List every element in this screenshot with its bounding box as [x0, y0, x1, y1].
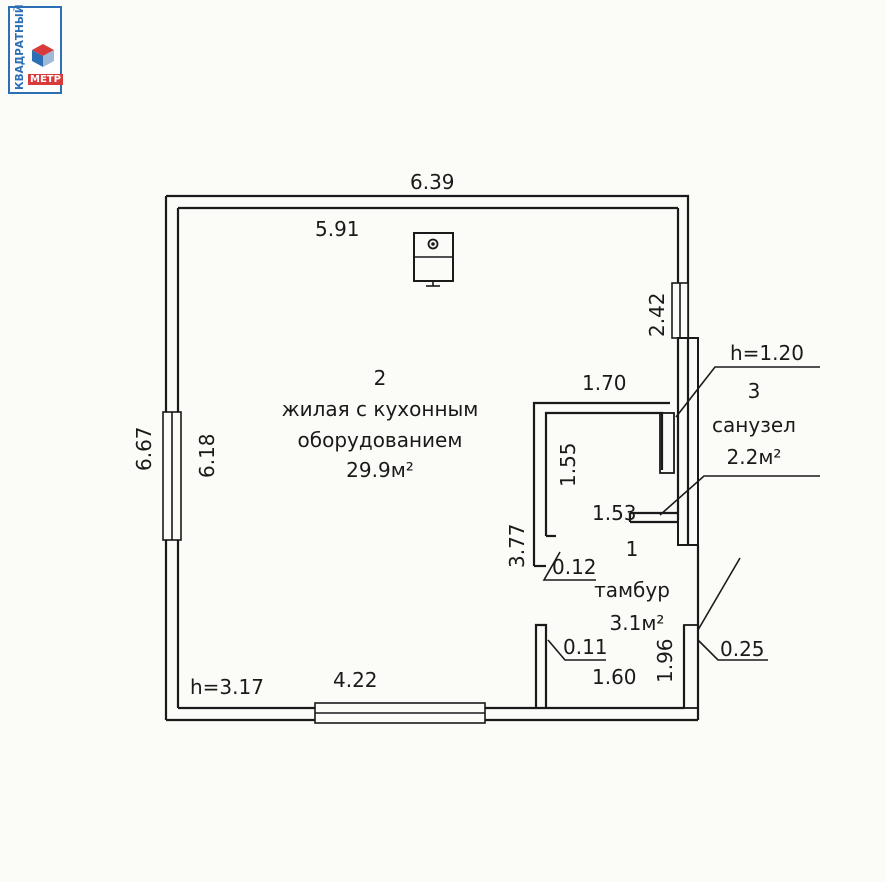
window-bottom: [314, 702, 486, 724]
logo-cube-icon: [32, 44, 54, 67]
dim-right-upper: 2.42: [645, 292, 669, 337]
dim-thickness-011: 0.11: [563, 635, 608, 659]
room-1-number: 1: [626, 537, 639, 561]
dim-partition-height: 3.77: [505, 523, 529, 568]
dim-thickness-025: 0.25: [720, 637, 765, 661]
room-2-name-line1: жилая с кухонным: [282, 397, 479, 421]
logo: КВАДРАТНЫЙ МЕТР: [8, 4, 63, 94]
dim-bottom-inner: 4.22: [333, 668, 378, 692]
room-1-area: 3.1м²: [610, 611, 665, 635]
height-bath: h=1.20: [730, 341, 804, 365]
room-3-area: 2.2м²: [727, 445, 782, 469]
logo-word-metr: МЕТР: [28, 74, 63, 85]
room-1-name: тамбур: [594, 578, 670, 602]
dim-vest-bottom: 1.60: [592, 665, 637, 689]
room-2-number: 2: [374, 366, 387, 390]
dim-left-outer: 6.67: [132, 426, 156, 471]
dim-thickness-012: 0.12: [552, 555, 597, 579]
room-2-area: 29.9м²: [346, 458, 414, 482]
bathroom-walls: [532, 337, 699, 568]
room-3-name: санузел: [712, 413, 796, 437]
vestibule-partition: [534, 623, 699, 709]
dim-vest-right: 1.96: [653, 638, 677, 683]
dim-bath-left: 1.55: [556, 442, 580, 487]
dim-bath-top: 1.70: [582, 371, 627, 395]
height-main: h=3.17: [190, 675, 264, 699]
leader-lines: [542, 366, 820, 661]
room-3-number: 3: [748, 379, 761, 403]
dim-top-inner: 5.91: [315, 217, 360, 241]
stove-icon: [413, 232, 454, 287]
dim-top-outer: 6.39: [410, 170, 455, 194]
window-top-right: [671, 282, 689, 339]
window-left: [162, 411, 182, 541]
room-2-name-line2: оборудованием: [298, 428, 463, 452]
dim-left-inner: 6.18: [195, 433, 219, 478]
outer-walls: [164, 194, 700, 722]
dim-bath-bottom: 1.53: [592, 501, 637, 525]
